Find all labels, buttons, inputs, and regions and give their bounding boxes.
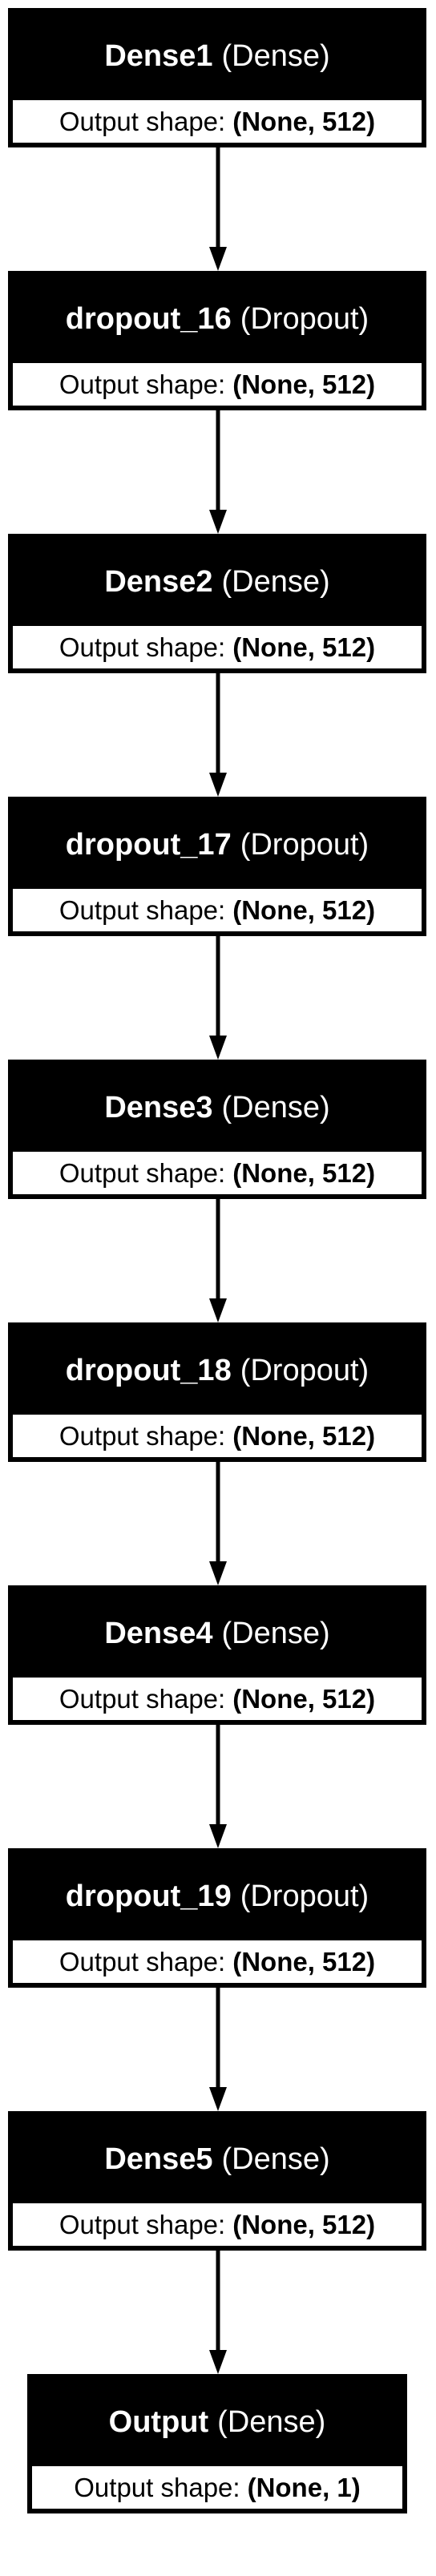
edge-arrow	[209, 673, 227, 797]
layer-node-dropout-19: dropout_19 (Dropout) Output shape: (None…	[8, 1848, 426, 1988]
layer-node-dropout-18: dropout_18 (Dropout) Output shape: (None…	[8, 1322, 426, 1462]
layer-header: Dense2 (Dense)	[13, 539, 422, 626]
layer-type: (Dropout)	[240, 302, 369, 336]
layer-type: (Dense)	[221, 565, 330, 599]
layer-header: dropout_18 (Dropout)	[13, 1327, 422, 1415]
layer-header: Dense3 (Dense)	[13, 1064, 422, 1152]
edge-arrow	[209, 936, 227, 1060]
edge-arrow	[209, 410, 227, 534]
output-shape-label: Output shape:	[59, 1683, 226, 1714]
edge-arrow	[209, 1199, 227, 1322]
output-shape-value: (None, 512)	[232, 1420, 376, 1451]
output-shape-value: (None, 512)	[232, 1157, 376, 1188]
layer-type: (Dense)	[221, 2142, 330, 2176]
layer-header: dropout_19 (Dropout)	[13, 1853, 422, 1940]
layer-type: (Dense)	[217, 2405, 326, 2439]
layer-header: dropout_17 (Dropout)	[13, 801, 422, 889]
layer-type: (Dropout)	[240, 828, 369, 862]
layer-header: dropout_16 (Dropout)	[13, 276, 422, 363]
layer-header: Output (Dense)	[32, 2379, 402, 2466]
layer-output-shape: Output shape: (None, 1)	[32, 2466, 402, 2509]
layer-type: (Dense)	[221, 1091, 330, 1124]
layer-output-shape: Output shape: (None, 512)	[13, 1678, 422, 1720]
layer-name: dropout_19	[65, 1880, 232, 1913]
layer-node-dense4: Dense4 (Dense) Output shape: (None, 512)	[8, 1585, 426, 1725]
output-shape-label: Output shape:	[59, 632, 226, 662]
layer-node-dense2: Dense2 (Dense) Output shape: (None, 512)	[8, 534, 426, 673]
output-shape-label: Output shape:	[59, 1157, 226, 1188]
edge-arrow	[209, 1462, 227, 1585]
output-shape-value: (None, 512)	[232, 1683, 376, 1714]
layer-name: dropout_18	[65, 1354, 232, 1387]
output-shape-label: Output shape:	[59, 1946, 226, 1976]
output-shape-label: Output shape:	[59, 2209, 226, 2239]
layer-output-shape: Output shape: (None, 512)	[13, 626, 422, 668]
output-shape-value: (None, 1)	[247, 2472, 361, 2502]
layer-output-shape: Output shape: (None, 512)	[13, 363, 422, 406]
layer-node-dropout-16: dropout_16 (Dropout) Output shape: (None…	[8, 271, 426, 410]
layer-name: Dense5	[104, 2142, 213, 2176]
output-shape-label: Output shape:	[59, 106, 226, 136]
layer-output-shape: Output shape: (None, 512)	[13, 889, 422, 931]
layer-node-dense5: Dense5 (Dense) Output shape: (None, 512)	[8, 2111, 426, 2251]
layer-output-shape: Output shape: (None, 512)	[13, 1415, 422, 1457]
layer-name: Dense1	[104, 39, 213, 73]
output-shape-label: Output shape:	[59, 369, 226, 399]
output-shape-label: Output shape:	[59, 1420, 226, 1451]
layer-output-shape: Output shape: (None, 512)	[13, 2203, 422, 2246]
edge-arrow	[209, 1988, 227, 2111]
output-shape-value: (None, 512)	[232, 1946, 376, 1976]
layer-type: (Dense)	[221, 39, 330, 73]
layer-node-dense1: Dense1 (Dense) Output shape: (None, 512)	[8, 8, 426, 147]
layer-header: Dense5 (Dense)	[13, 2116, 422, 2203]
layer-type: (Dropout)	[240, 1354, 369, 1387]
output-shape-value: (None, 512)	[232, 632, 376, 662]
output-shape-value: (None, 512)	[232, 894, 376, 925]
layer-node-output: Output (Dense) Output shape: (None, 1)	[27, 2374, 407, 2513]
layer-output-shape: Output shape: (None, 512)	[13, 1940, 422, 1983]
output-shape-label: Output shape:	[59, 894, 226, 925]
output-shape-value: (None, 512)	[232, 106, 376, 136]
layer-name: Dense4	[104, 1617, 213, 1650]
layer-output-shape: Output shape: (None, 512)	[13, 1152, 422, 1194]
layer-type: (Dense)	[221, 1617, 330, 1650]
layer-name: Dense2	[104, 565, 213, 599]
layer-name: dropout_17	[65, 828, 232, 862]
layer-node-dense3: Dense3 (Dense) Output shape: (None, 512)	[8, 1060, 426, 1199]
layer-node-dropout-17: dropout_17 (Dropout) Output shape: (None…	[8, 797, 426, 936]
output-shape-label: Output shape:	[74, 2472, 240, 2502]
layer-header: Dense1 (Dense)	[13, 13, 422, 100]
layer-header: Dense4 (Dense)	[13, 1590, 422, 1678]
edge-arrow	[209, 1725, 227, 1848]
output-shape-value: (None, 512)	[232, 369, 376, 399]
edge-arrow	[209, 147, 227, 271]
layer-name: Dense3	[104, 1091, 213, 1124]
layer-name: Output	[108, 2405, 209, 2439]
layer-name: dropout_16	[65, 302, 232, 336]
layer-output-shape: Output shape: (None, 512)	[13, 100, 422, 143]
edge-arrow	[209, 2251, 227, 2374]
layer-type: (Dropout)	[240, 1880, 369, 1913]
output-shape-value: (None, 512)	[232, 2209, 376, 2239]
